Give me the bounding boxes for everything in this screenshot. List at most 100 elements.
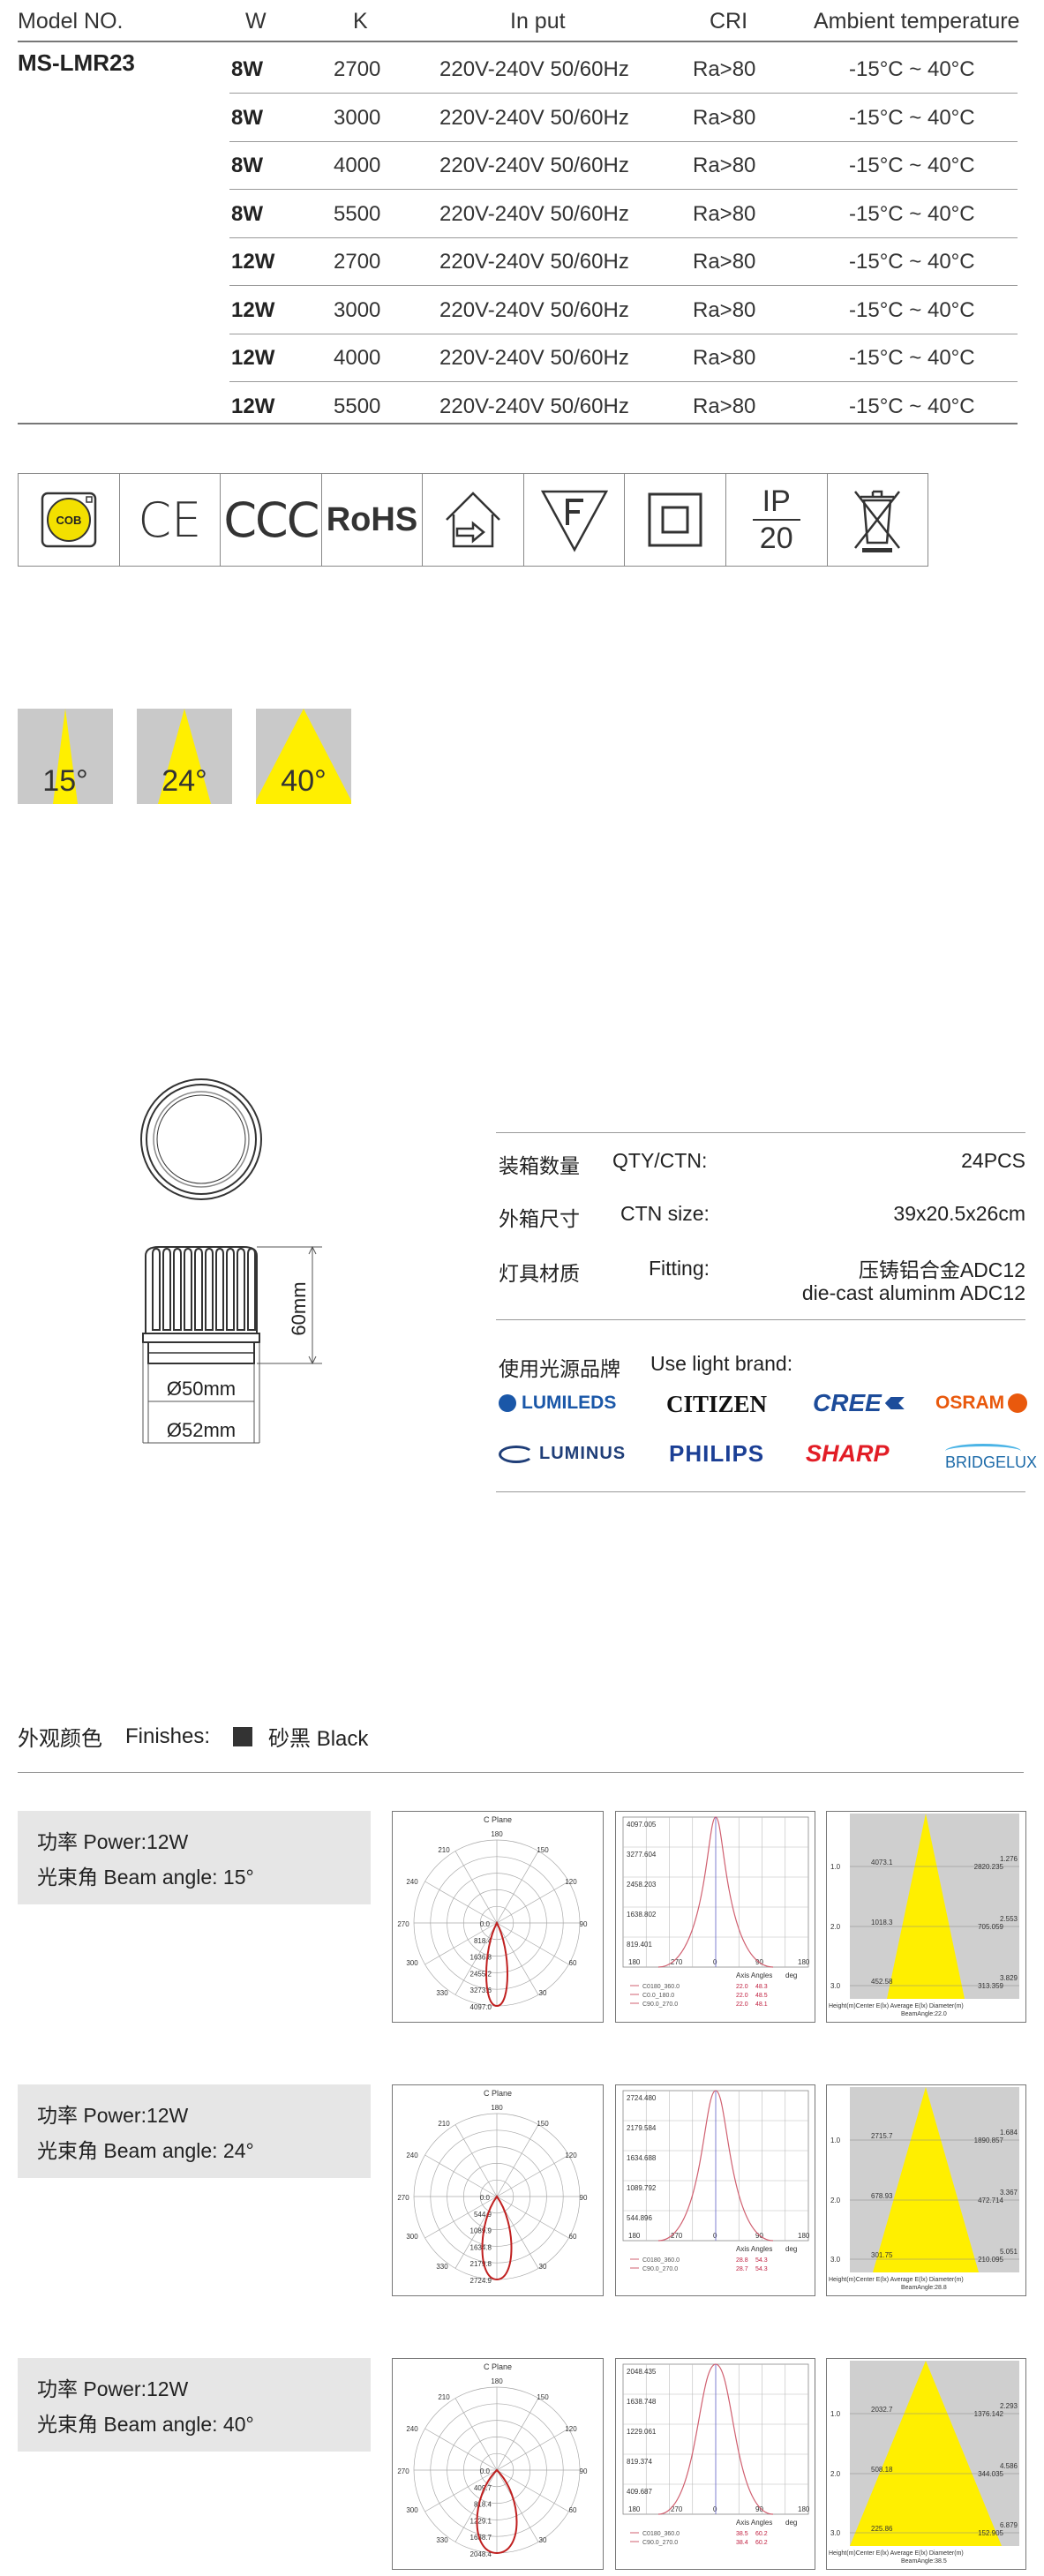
legend-b: 60.2 <box>755 2531 768 2537</box>
heatsink-fin <box>152 1247 161 1331</box>
cone-beam: BeamAngle:38.5 <box>901 2558 947 2565</box>
info-rule-mid <box>496 1319 1025 1320</box>
cone-average-e: 1376.142 <box>974 2410 1004 2418</box>
cell-k: 3000 <box>334 105 381 130</box>
cone-diameter: 1.276 <box>1000 1855 1018 1863</box>
cell-input: 220V-240V 50/60Hz <box>439 57 629 81</box>
cell-cri: Ra>80 <box>693 297 756 322</box>
polar-zero: 0.0 <box>480 2467 491 2475</box>
inner-diameter: Ø50mm <box>167 1378 236 1400</box>
power-label: 功率 Power:12W <box>37 2377 189 2400</box>
legend-a: 22.0 <box>736 2001 748 2008</box>
header-cri: CRI <box>710 9 748 34</box>
heatsink-fin <box>215 1247 224 1331</box>
cone-diameter: 6.879 <box>1000 2521 1018 2529</box>
curve-x-label: 0 <box>713 2232 717 2240</box>
legend-name: C90.0_270.0 <box>642 2001 678 2008</box>
legend-b: 48.1 <box>755 2001 768 2008</box>
cone-diameter: 1.684 <box>1000 2129 1018 2137</box>
cone-diameter: 3.367 <box>1000 2189 1018 2197</box>
table-bottom-rule <box>18 423 1018 424</box>
info-rule-bottom <box>496 1491 1025 1492</box>
info-rule-top <box>496 1132 1025 1133</box>
cell-ambient: -15°C ~ 40°C <box>849 105 975 130</box>
indoor-use-icon <box>423 474 524 566</box>
curve-x-label: 180 <box>798 2232 810 2240</box>
cone-height: 2.0 <box>830 2470 841 2478</box>
polar-value: 1089.9 <box>470 2227 492 2235</box>
cone-center-e: 508.18 <box>871 2466 893 2474</box>
curve-axis-label: Axis Angles <box>736 2245 772 2253</box>
heatsink-fin <box>226 1247 235 1331</box>
citizen-logo: CITIZEN <box>666 1391 768 1417</box>
polar-angle: 270 <box>397 1920 409 1928</box>
polar-angle: 30 <box>539 1989 547 1997</box>
rohs-icon: RoHS <box>322 474 424 566</box>
qty-cn: 装箱数量 <box>499 1154 580 1177</box>
cell-k: 5500 <box>334 201 381 226</box>
ip20-icon: IP 20 <box>726 474 828 566</box>
finish-value: 砂黑 Black <box>268 1727 369 1751</box>
cone-center-e: 225.86 <box>871 2525 893 2533</box>
polar-title: C Plane <box>484 2089 512 2098</box>
polar-lobe <box>485 1920 508 2008</box>
cone-center-e: 2032.7 <box>871 2406 893 2414</box>
curve-x-label: 180 <box>628 2505 641 2513</box>
polar-angle: 180 <box>491 2104 503 2112</box>
cone-height: 3.0 <box>830 2529 841 2537</box>
heatsink-fin <box>205 1247 214 1331</box>
class-ii-icon <box>625 474 726 566</box>
header-input: In put <box>510 9 566 34</box>
cone-height: 2.0 <box>830 2197 841 2204</box>
ccc-label: CCC <box>223 492 319 548</box>
finishes-cn: 外观颜色 <box>18 1727 102 1751</box>
ip-label: IP <box>762 484 791 518</box>
heatsink-fin <box>247 1247 256 1331</box>
cone-footer: Height(m)Center E(lx) Average E(lx) Diam… <box>829 2277 964 2283</box>
polar-value: 818.4 <box>474 1937 492 1945</box>
polar-angle: 210 <box>438 2120 450 2128</box>
weee-icon <box>828 474 928 566</box>
legend-a: 22.0 <box>736 1993 748 1999</box>
light-cone <box>850 2361 1002 2546</box>
finishes-en: Finishes: <box>125 1724 211 1748</box>
legend-name: C0180_360.0 <box>642 2257 680 2264</box>
curve-y-label: 4097.005 <box>627 1821 657 1829</box>
cone-diameter: 5.051 <box>1000 2248 1018 2256</box>
curve-y-label: 1638.802 <box>627 1911 657 1919</box>
legend-b: 48.5 <box>755 1993 768 1999</box>
brand-cn: 使用光源品牌 <box>499 1357 620 1380</box>
beam-angle-icon: 40° <box>256 709 351 804</box>
beam-label: 光束角 Beam angle: 40° <box>37 2413 254 2436</box>
beam-cone-icon <box>158 709 211 804</box>
curve-axis-label: Axis Angles <box>736 1971 772 1979</box>
cone-diameter: 4.586 <box>1000 2462 1018 2470</box>
cone-center-e: 1018.3 <box>871 1919 893 1926</box>
light-cone <box>873 2087 979 2272</box>
cell-ambient: -15°C ~ 40°C <box>849 394 975 418</box>
polar-angle: 90 <box>580 2194 588 2202</box>
polar-angle: 210 <box>438 1846 450 1854</box>
philips-logo: PHILIPS <box>669 1440 765 1467</box>
cree-logo: CREE <box>813 1389 905 1417</box>
power-box: 功率 Power:12W 光束角 Beam angle: 24° <box>18 2084 371 2178</box>
legend-name: C0180_360.0 <box>642 1984 680 1990</box>
polar-angle: 180 <box>491 1830 503 1838</box>
ctn-en: CTN size: <box>620 1202 710 1225</box>
curve-x-label: 0 <box>713 2505 717 2513</box>
cell-input: 220V-240V 50/60Hz <box>439 297 629 322</box>
bridgelux-arc-icon <box>945 1444 1021 1459</box>
beam-angle-icon: 15° <box>18 709 113 804</box>
certification-strip: COB CE CCC RoHS IP 20 <box>18 473 928 567</box>
cell-cri: Ra>80 <box>693 105 756 130</box>
cell-w: 8W <box>231 57 263 81</box>
legend-b: 54.3 <box>755 2257 768 2264</box>
bridgelux-logo: BRIDGELUX <box>945 1444 1037 1472</box>
polar-angle: 300 <box>406 2506 418 2514</box>
